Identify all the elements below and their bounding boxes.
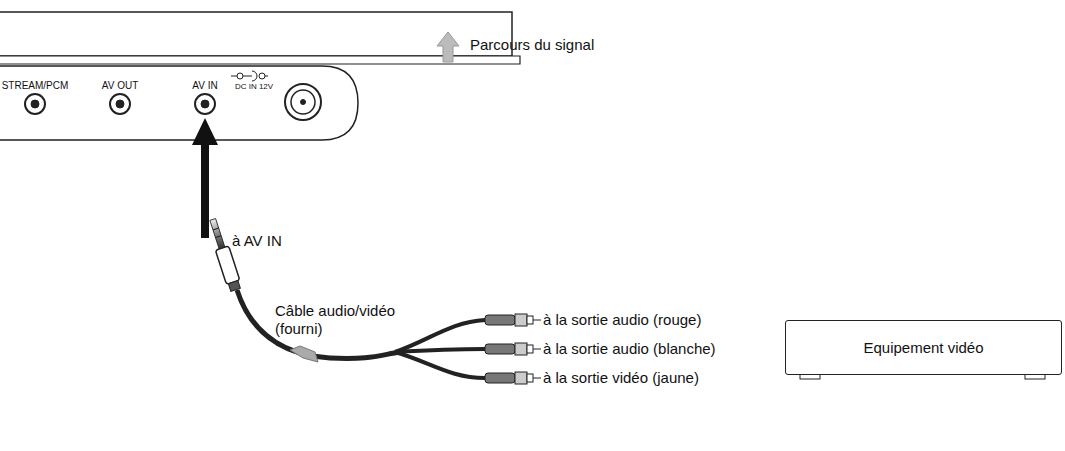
plug-label: à la sortie vidéo (jaune) [543,369,699,387]
cable-label: Câble audio/vidéo (fourni) [275,302,425,338]
equipment-box: Equipement vidéo [785,320,1062,375]
jack-label: STREAM/PCM [2,80,69,91]
box-text: Equipement vidéo [863,339,983,356]
jack-label: DC IN 12V [235,82,273,91]
connector-label: à AV IN [232,232,282,250]
plug-label: à la sortie audio (blanche) [543,340,716,358]
jack-label: AV IN [192,80,217,91]
plug-label: à la sortie audio (rouge) [543,311,701,329]
signal-path-label: Parcours du signal [470,36,594,54]
jack-label: AV OUT [102,80,138,91]
